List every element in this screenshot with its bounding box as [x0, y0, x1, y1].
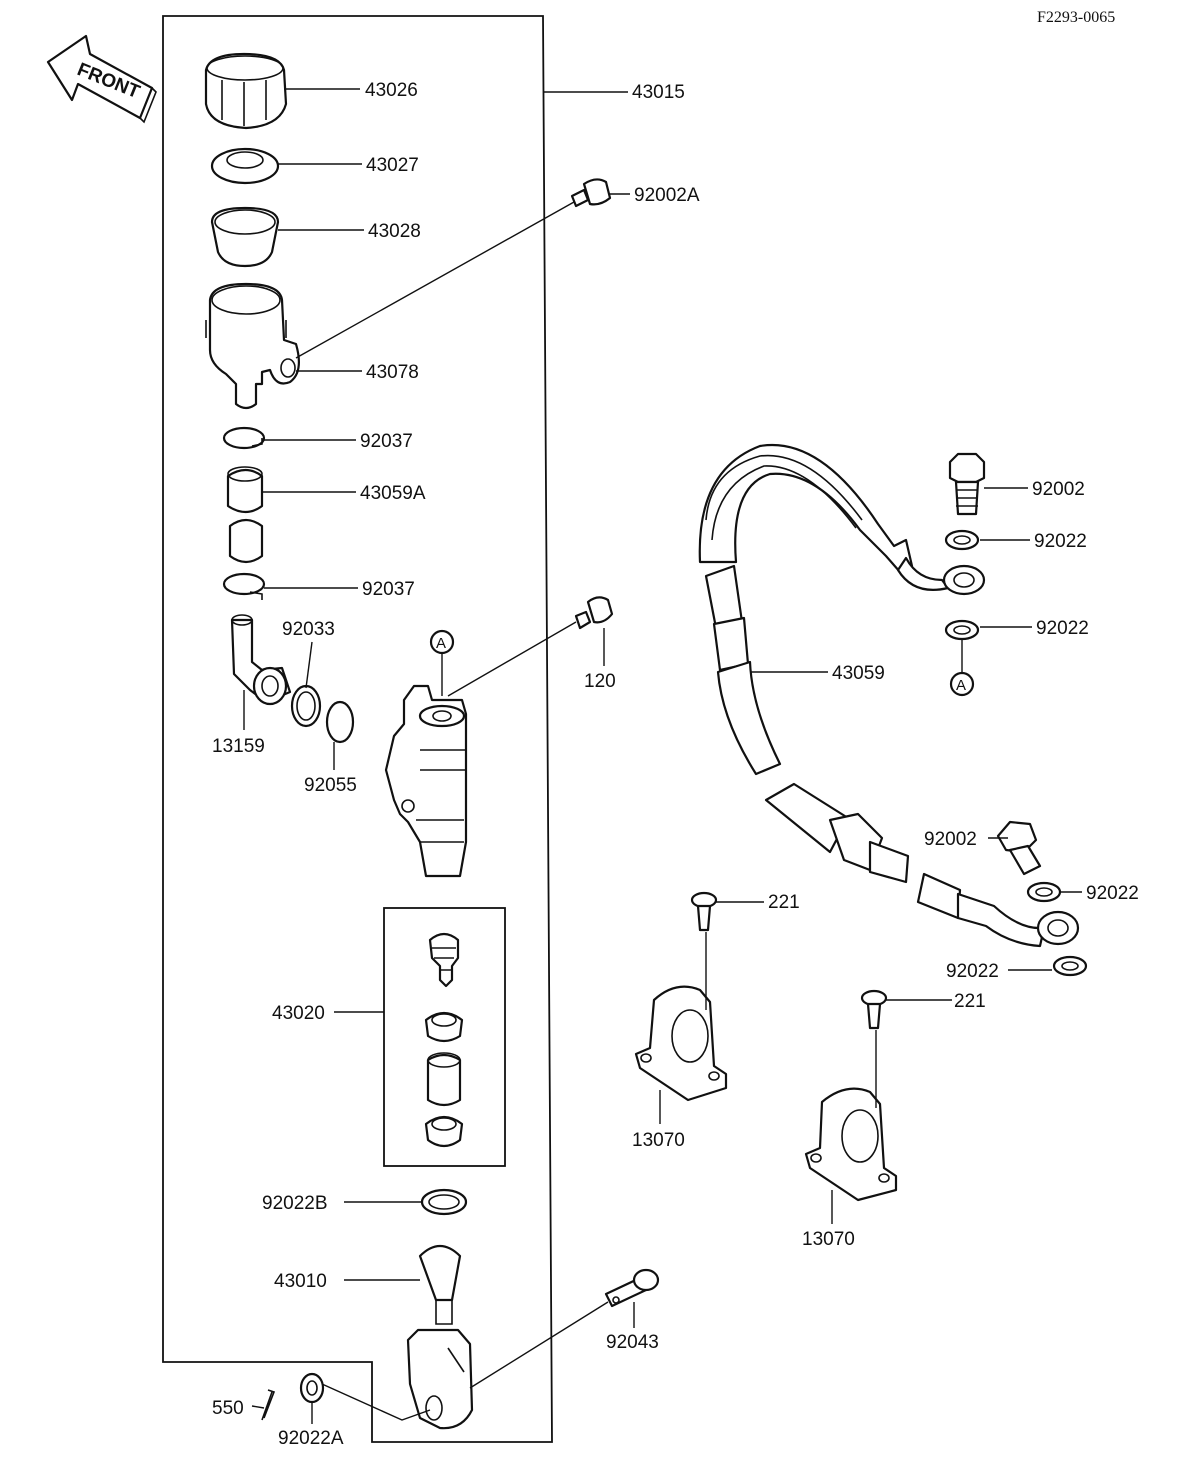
piston-icon: [426, 1052, 462, 1107]
marker-a-hose: A: [949, 671, 975, 697]
part-label-120: 120: [584, 671, 616, 692]
part-label-43059: 43059: [832, 663, 885, 684]
part-label-13070-left: 13070: [632, 1130, 685, 1151]
part-label-43020: 43020: [272, 1003, 325, 1024]
part-label-92022-upper-1: 92022: [1034, 531, 1087, 552]
washer-icon: [299, 1372, 325, 1404]
part-label-92002-lower: 92002: [924, 829, 977, 850]
part-label-221-right: 221: [954, 991, 986, 1012]
diagram-code: F2293-0065: [1037, 9, 1115, 26]
part-label-92002A: 92002A: [634, 185, 700, 206]
part-label-92043: 92043: [606, 1332, 659, 1353]
push-rod-icon: [406, 1244, 474, 1430]
clevis-pin-icon: [604, 1268, 660, 1308]
screw-icon: [860, 989, 888, 1030]
circlip-icon: [290, 684, 322, 728]
master-cylinder-body-icon: [384, 684, 468, 878]
part-label-92022-upper-2: 92022: [1036, 618, 1089, 639]
marker-a-cylinder: A: [429, 629, 455, 655]
assembly-outline: [162, 15, 553, 1443]
diaphragm-icon: [210, 206, 280, 268]
svg-text:A: A: [956, 677, 966, 694]
part-label-43015: 43015: [632, 82, 685, 103]
part-label-92022B: 92022B: [262, 1193, 328, 1214]
spring-icon: [428, 932, 460, 988]
part-label-13070-right: 13070: [802, 1229, 855, 1250]
part-label-92022A: 92022A: [278, 1428, 344, 1449]
small-bolt-icon: [570, 178, 612, 208]
reservoir-icon: [205, 282, 301, 410]
snap-ring-icon: [420, 1188, 468, 1216]
reservoir-cap-icon: [204, 52, 288, 130]
cotter-pin-icon: [261, 1389, 276, 1421]
sealing-washer-icon: [1026, 881, 1062, 903]
part-label-43027: 43027: [366, 155, 419, 176]
part-label-13159: 13159: [212, 736, 265, 757]
part-label-92055: 92055: [304, 775, 357, 796]
sealing-washer-icon: [944, 529, 980, 551]
hose-clamp-bracket-icon: [634, 985, 728, 1102]
hose-clamp-icon: [222, 572, 266, 600]
banjo-bolt-icon: [996, 820, 1042, 876]
part-label-92033: 92033: [282, 619, 335, 640]
svg-text:A: A: [436, 635, 446, 652]
o-ring-icon: [325, 700, 355, 744]
hose-clamp-icon: [222, 426, 266, 450]
screw-icon: [574, 596, 614, 630]
screw-icon: [690, 891, 718, 932]
part-label-92037-upper: 92037: [360, 431, 413, 452]
front-arrow-icon: FRONT: [46, 34, 157, 124]
elbow-fitting-icon: [230, 614, 292, 706]
part-label-92022-lower-2: 92022: [946, 961, 999, 982]
secondary-cup-icon: [424, 1115, 464, 1148]
part-label-221-left: 221: [768, 892, 800, 913]
part-label-92037-lower: 92037: [362, 579, 415, 600]
diaphragm-plate-icon: [210, 147, 280, 185]
kit-box: [383, 907, 506, 1167]
brake-hose-icon: [698, 443, 1080, 948]
banjo-bolt-icon: [948, 452, 986, 516]
part-label-43078: 43078: [366, 362, 419, 383]
part-label-43059A: 43059A: [360, 483, 426, 504]
part-label-43028: 43028: [368, 221, 421, 242]
hose-clamp-bracket-icon: [804, 1087, 898, 1202]
part-label-92022-lower-1: 92022: [1086, 883, 1139, 904]
primary-cup-icon: [424, 1011, 464, 1043]
part-label-43026: 43026: [365, 80, 418, 101]
sealing-washer-icon: [1052, 955, 1088, 977]
sealing-washer-icon: [944, 619, 980, 641]
part-label-43010: 43010: [274, 1271, 327, 1292]
part-label-550: 550: [212, 1398, 244, 1419]
leader-lines: [243, 88, 1082, 1424]
part-label-92002-upper: 92002: [1032, 479, 1085, 500]
reservoir-hose-icon: [226, 466, 264, 564]
